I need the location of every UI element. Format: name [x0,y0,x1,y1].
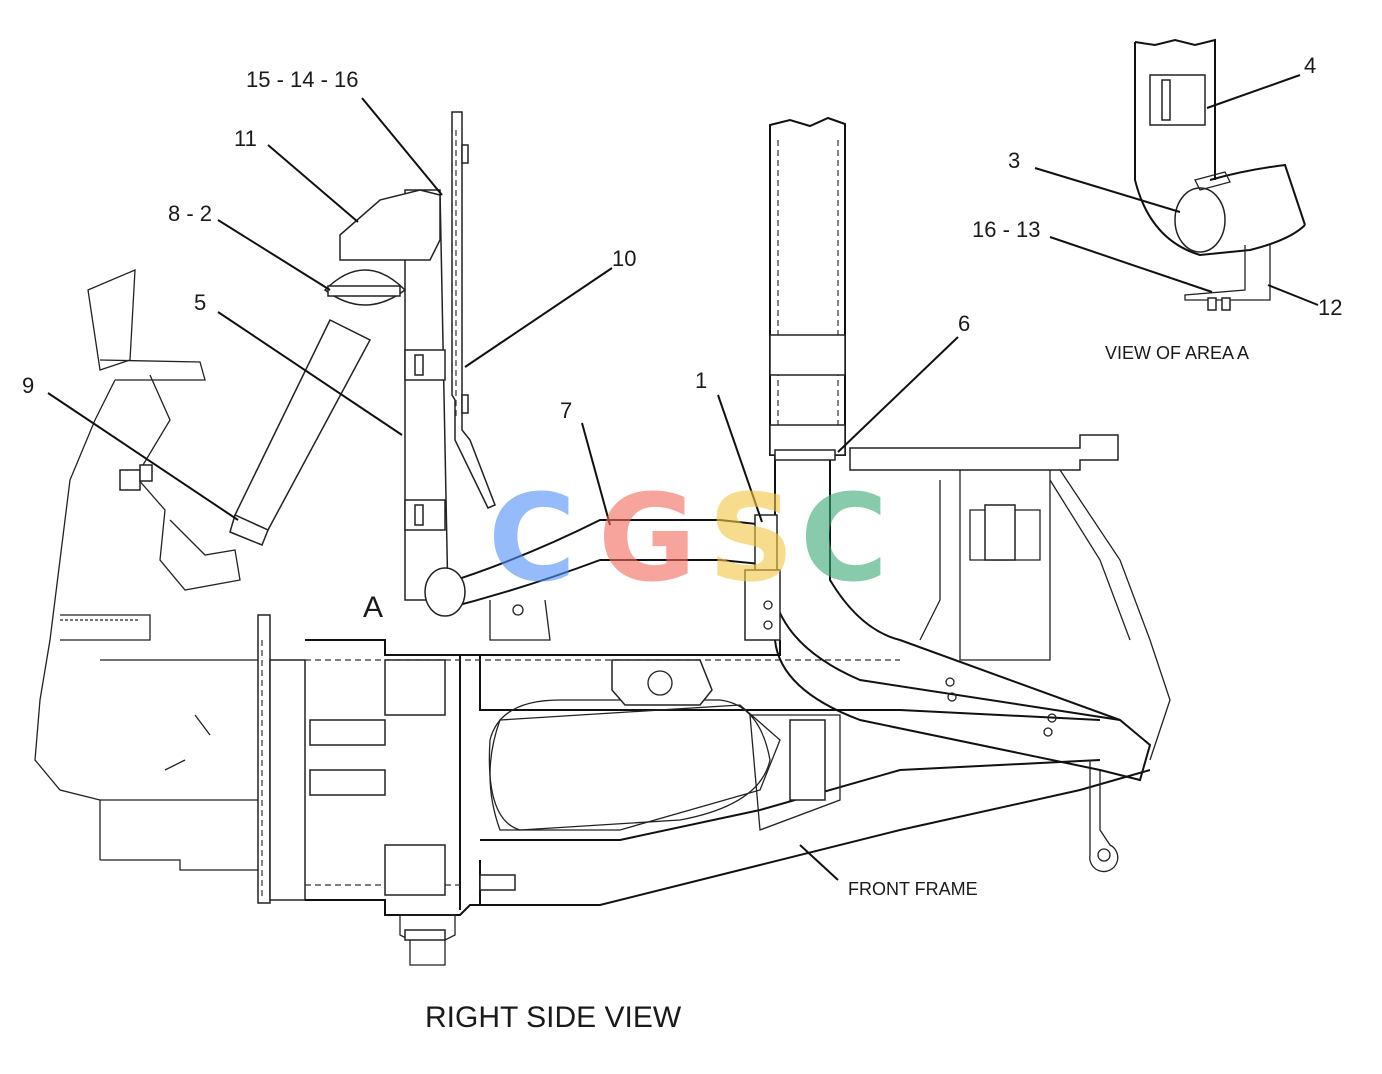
right-housing [849,434,1171,761]
vertical-stack-pipe [769,116,1152,782]
label-view-of-area-a: VIEW OF AREA A [1105,343,1249,363]
callout-9: 9 [22,373,34,398]
callout-10: 10 [612,246,636,271]
leader-8-2 [217,219,331,291]
callout-3: 3 [1008,148,1020,173]
watermark-letter-1: C [488,470,576,609]
callout-8-2: 8 - 2 [168,201,212,226]
angled-intake-pipe [229,318,372,546]
leader-6 [837,336,959,453]
leader-3 [1034,167,1181,213]
leader-10 [464,267,613,368]
callout-4: 4 [1304,53,1316,78]
left-body-outline [34,268,260,871]
leader-4 [1206,74,1301,109]
label-right-side-view: RIGHT SIDE VIEW [425,1001,682,1034]
mounting-bracket [451,111,496,509]
vertical-air-pipe [404,189,449,601]
callout-6: 6 [958,311,970,336]
leader-7 [581,422,611,526]
callout-5: 5 [194,290,206,315]
leader-lines [47,74,1319,881]
callout-area-a: A [363,591,383,624]
air-cleaner-cap [323,189,441,306]
callout-7: 7 [560,398,572,423]
front-frame-structure [257,614,1151,966]
watermark-letter-4: C [800,470,888,609]
callouts: 15 - 14 - 16 11 8 - 2 5 9 10 7 1 6 4 3 1… [22,53,1342,624]
watermark-letter-3: S [708,470,794,609]
watermark-letter-2: G [598,470,697,609]
view-labels: VIEW OF AREA A FRONT FRAME RIGHT SIDE VI… [425,343,1249,1034]
leader-front-frame [799,844,839,881]
leader-12 [1267,284,1319,306]
callout-16-13: 16 - 13 [972,217,1041,242]
leader-11 [267,144,359,223]
inset-view-area-a [1134,38,1306,311]
leader-16-13 [1049,236,1213,293]
leader-5 [217,311,403,436]
leader-15-14-16 [361,97,443,196]
label-front-frame: FRONT FRAME [848,879,978,899]
leader-9 [47,392,239,521]
callout-1: 1 [695,368,707,393]
callout-15-14-16: 15 - 14 - 16 [246,67,359,92]
curved-connector-pipe [424,514,781,641]
watermark: C G S C [488,470,888,609]
callout-12: 12 [1318,295,1342,320]
callout-11: 11 [234,126,257,151]
leader-1 [717,394,763,523]
